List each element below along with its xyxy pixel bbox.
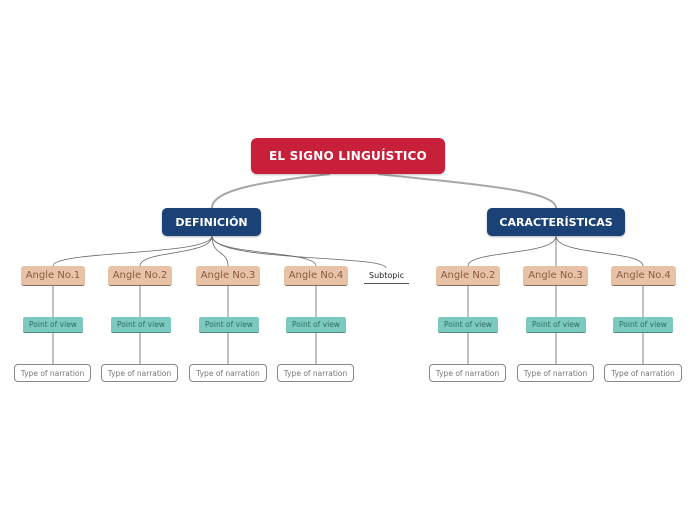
point-of-view-topic[interactable]: Point of view [286, 317, 346, 333]
point-of-view-topic[interactable]: Point of view [199, 317, 259, 333]
point-of-view-topic[interactable]: Point of view [613, 317, 673, 333]
narration-topic[interactable]: Type of narration [14, 364, 91, 382]
topic-caracteristicas[interactable]: CARACTERÍSTICAS [487, 208, 625, 236]
root-topic[interactable]: EL SIGNO LINGUÍSTICO [251, 138, 445, 174]
narration-topic[interactable]: Type of narration [604, 364, 682, 382]
point-of-view-topic[interactable]: Point of view [111, 317, 171, 333]
angle-topic[interactable]: Angle No.2 [436, 266, 500, 286]
subtopic[interactable]: Subtopic [364, 268, 409, 284]
narration-topic[interactable]: Type of narration [517, 364, 594, 382]
link-root-definicion [211, 173, 331, 209]
narration-topic[interactable]: Type of narration [101, 364, 178, 382]
point-of-view-topic[interactable]: Point of view [526, 317, 586, 333]
narration-topic[interactable]: Type of narration [429, 364, 506, 382]
point-of-view-topic[interactable]: Point of view [23, 317, 83, 333]
angle-topic[interactable]: Angle No.3 [196, 266, 260, 286]
narration-topic[interactable]: Type of narration [277, 364, 354, 382]
topic-definicion[interactable]: DEFINICIÓN [162, 208, 261, 236]
angle-topic[interactable]: Angle No.4 [284, 266, 348, 286]
narration-topic[interactable]: Type of narration [189, 364, 267, 382]
angle-topic[interactable]: Angle No.2 [108, 266, 172, 286]
angle-topic[interactable]: Angle No.3 [523, 266, 588, 286]
angle-topic[interactable]: Angle No.4 [611, 266, 676, 286]
angle-topic[interactable]: Angle No.1 [21, 266, 85, 286]
link-root-caracteristicas [377, 173, 557, 209]
point-of-view-topic[interactable]: Point of view [438, 317, 498, 333]
